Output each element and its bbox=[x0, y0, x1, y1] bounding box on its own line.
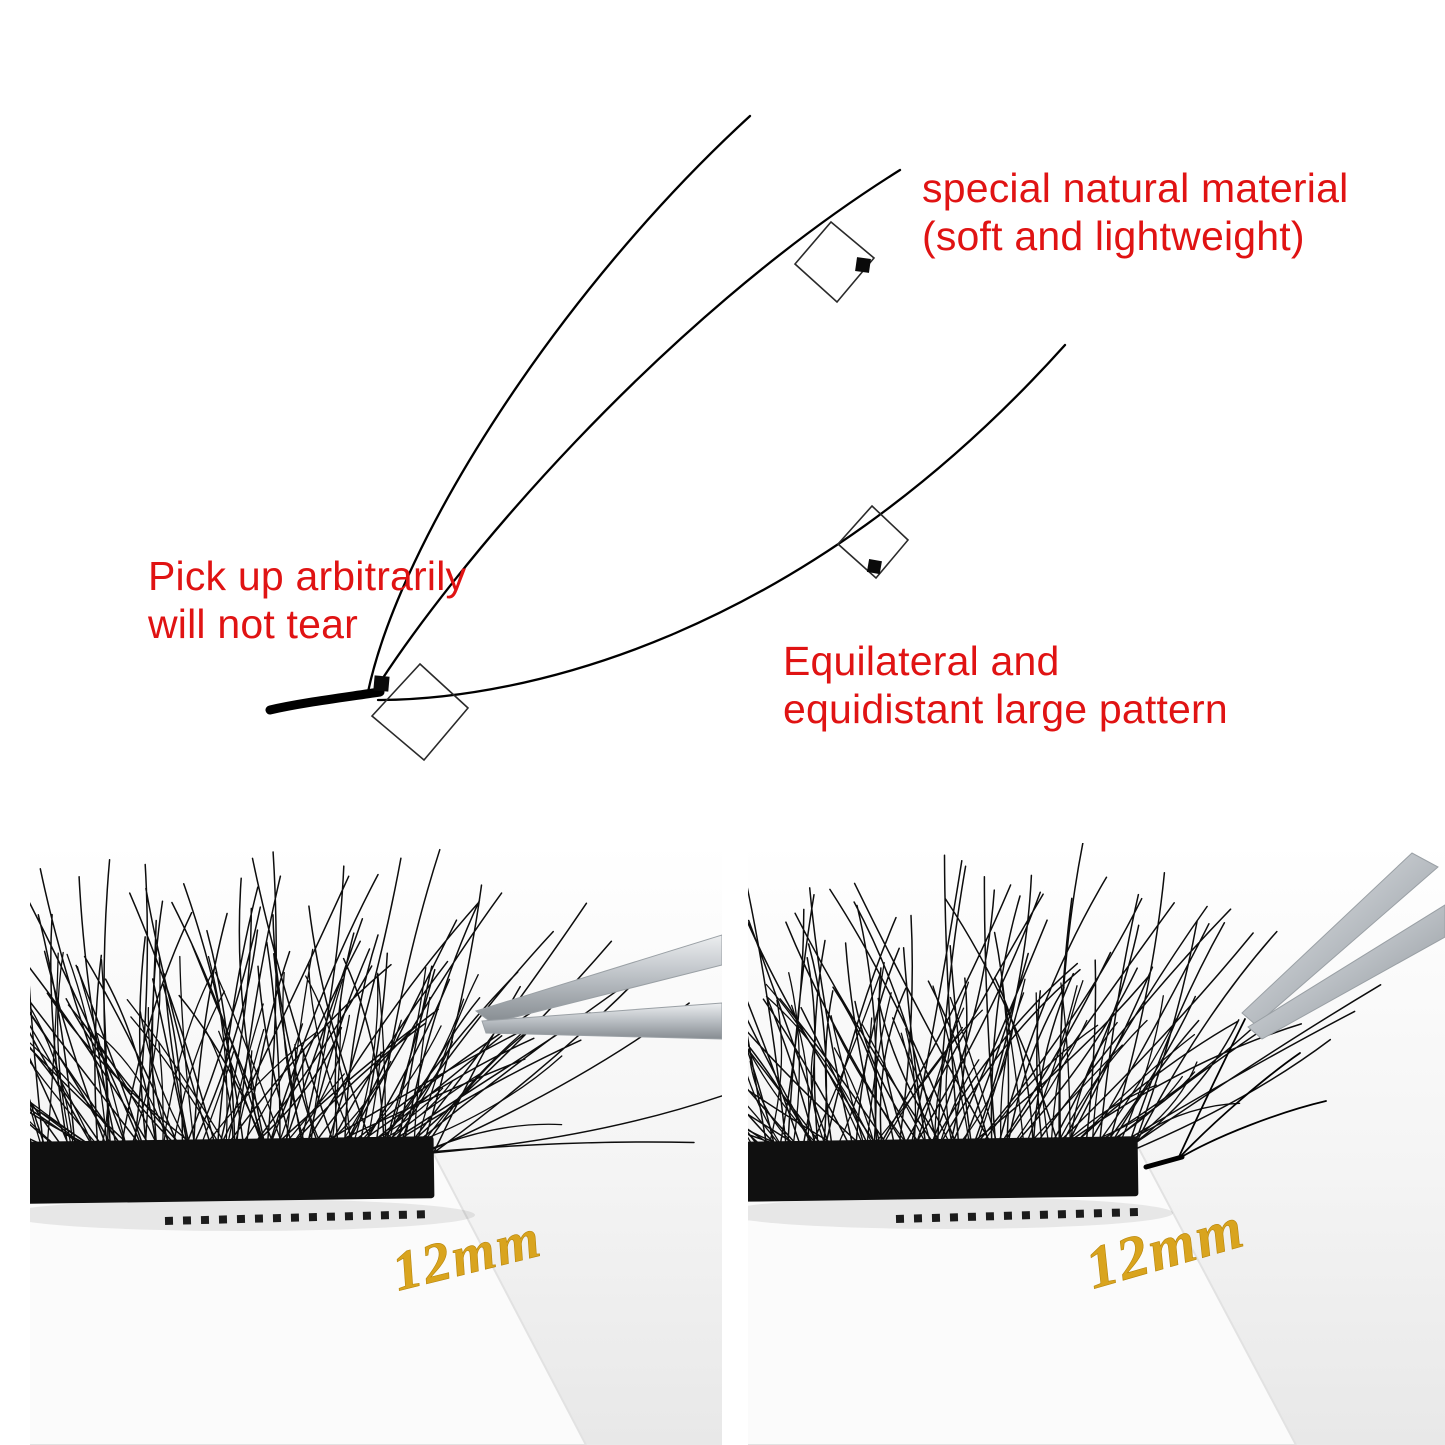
photo-lash-tray-right: 12mm bbox=[748, 843, 1445, 1445]
photo-lash-tray-left: 12mm bbox=[30, 843, 722, 1445]
callout-dot-middle bbox=[866, 559, 882, 575]
annotation-material: special natural material (soft and light… bbox=[922, 165, 1348, 261]
fan-strand-left bbox=[366, 114, 752, 694]
lash-clusters bbox=[30, 948, 563, 1164]
tweezers-right bbox=[1241, 852, 1445, 1040]
lash-clusters bbox=[748, 843, 1382, 1163]
callout-marker-middle bbox=[836, 504, 910, 580]
annotation-material-line2: (soft and lightweight) bbox=[922, 212, 1305, 259]
lash-strip-right bbox=[748, 1136, 1139, 1202]
lash-strip-left bbox=[30, 1136, 435, 1204]
annotation-pattern-line1: Equilateral and bbox=[783, 638, 1060, 684]
annotation-pattern-line2: equidistant large pattern bbox=[783, 685, 1228, 732]
annotation-pattern: Equilateral and equidistant large patter… bbox=[783, 638, 1228, 734]
callout-markers bbox=[370, 220, 910, 762]
picked-lash-fan bbox=[1143, 1018, 1327, 1170]
fan-strand-right bbox=[376, 343, 1067, 702]
fan-base bbox=[265, 687, 385, 715]
callout-dot-base bbox=[373, 675, 390, 692]
lash-fan-illustration bbox=[265, 114, 1067, 715]
callout-dot-top bbox=[855, 257, 871, 273]
annotation-pickup: Pick up arbitrarily will not tear bbox=[148, 553, 466, 649]
callout-dots bbox=[373, 257, 882, 692]
annotation-pickup-line1: Pick up arbitrarily bbox=[148, 553, 467, 599]
lash-clusters bbox=[748, 962, 1241, 1165]
strip-shadow-right bbox=[748, 1197, 1173, 1229]
strip-shadow-left bbox=[30, 1199, 475, 1231]
annotation-material-line1: special natural material bbox=[922, 165, 1349, 211]
lash-fan-diagram bbox=[265, 114, 1067, 762]
callout-marker-base bbox=[370, 662, 470, 762]
callout-marker-top bbox=[793, 220, 876, 304]
annotation-pickup-line2: will not tear bbox=[148, 600, 358, 647]
strip-perforation-right bbox=[895, 1208, 1141, 1223]
fan-strand-middle bbox=[370, 168, 902, 697]
tweezers-left bbox=[474, 934, 722, 1040]
